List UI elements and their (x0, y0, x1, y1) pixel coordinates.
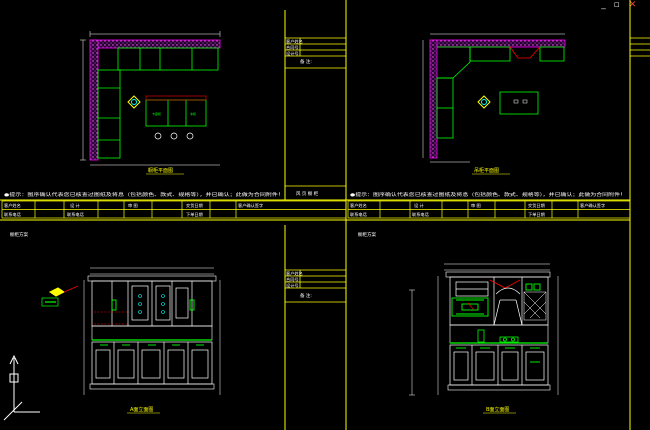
table-header: 联系电话 (412, 211, 429, 218)
elevation-b-drawing (409, 263, 559, 396)
side-label: 设计号 (286, 50, 299, 57)
drawing-title: B面立面图 (486, 406, 509, 413)
drawing-title: 吊柜平面图 (474, 167, 499, 174)
table-header: 下单日期 (186, 211, 203, 218)
plant-icon (477, 95, 491, 109)
side-label: 客户姓名 (286, 38, 303, 45)
side-info-box-bottom-left (285, 269, 346, 303)
info-table (347, 200, 631, 219)
table-header: 联系电话 (67, 211, 84, 218)
table-header: 联系电话 (4, 211, 21, 218)
floor-plan-drawing: 卡座柜 冰柜 (80, 31, 221, 166)
table-header: 设 计 (70, 202, 80, 209)
close-icon[interactable]: ✕ (628, 0, 637, 10)
side-info-box-top-left (285, 37, 346, 187)
side-label: 客户姓名 (286, 270, 303, 277)
table-header: 客户姓名 (4, 202, 21, 209)
side-label: 合同号 (286, 276, 299, 283)
side-strip-top-right (630, 37, 650, 57)
restore-icon[interactable]: ▫ (613, 0, 620, 10)
ucs-axis-icon (3, 354, 40, 421)
plant-icon (127, 95, 141, 109)
table-header: 审 图 (471, 202, 481, 209)
table-header: 交货日期 (528, 202, 545, 209)
table-header: 设 计 (414, 202, 424, 209)
table-header: 下单日期 (528, 211, 545, 218)
table-header: 审 图 (128, 202, 138, 209)
table-header: 交货日期 (186, 202, 203, 209)
table-header: 客户确认签字 (238, 202, 263, 209)
confirmation-note: ●提示：图序确认代表您已核查过图纸及将息（包括颜色、款式、规格等），并已确认；此… (350, 191, 626, 198)
side-label: 设计号 (286, 282, 299, 289)
brand-label: 风 页 橱 柜 (296, 190, 319, 197)
wall-cabinet-plan-drawing (422, 33, 566, 163)
side-label: 合同号 (286, 44, 299, 51)
sheet-frame (0, 0, 631, 430)
svg-text:冰柜: 冰柜 (190, 111, 196, 116)
svg-text:卡座柜: 卡座柜 (152, 111, 161, 116)
scheme-title: 橱柜方案 (358, 231, 376, 238)
minimize-icon[interactable]: _ (601, 0, 606, 10)
table-header: 联系电话 (350, 211, 367, 218)
info-table (1, 200, 347, 219)
window-titlebar: _ ▫ ✕ (0, 0, 650, 10)
table-header: 客户姓名 (350, 202, 367, 209)
elevation-a-drawing (41, 267, 221, 395)
scheme-title: 橱柜方案 (10, 231, 28, 238)
confirmation-note: ●提示：图序确认代表您已核查过图纸及将息（包括颜色、款式、规格等），并已确认；此… (4, 191, 284, 198)
drawing-title: 橱柜平面图 (148, 167, 173, 174)
side-note-label: 备 注: (300, 292, 312, 299)
side-note-label: 备 注: (300, 58, 312, 65)
table-header: 客户确认签字 (580, 202, 605, 209)
drawing-title: A面立面图 (130, 406, 153, 413)
